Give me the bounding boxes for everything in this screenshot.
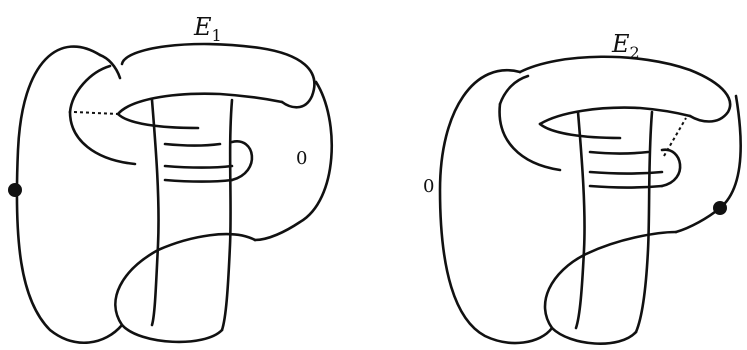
e2-marked-point: [713, 201, 727, 215]
e1-vertical-left: [152, 100, 159, 325]
e1-inner-oval-bottom: [118, 114, 198, 128]
e2-inner-oval-top: [540, 108, 690, 124]
e2-bottom-loop: [552, 328, 636, 344]
e1-bottom-band: [115, 234, 255, 325]
e2-lower-band-right: [590, 186, 662, 188]
e1-bottom-loop: [122, 325, 222, 342]
e1-top-handle-gap-left: [70, 66, 110, 112]
e1-outer-loop: [17, 47, 122, 343]
diagram-e2: E2 0: [423, 30, 741, 344]
diagram-e1-title: E1: [193, 13, 222, 45]
e1-marked-point: [8, 183, 22, 197]
e2-right-outer-arc: [676, 96, 741, 232]
e2-lower-band-mid: [590, 172, 662, 174]
e1-framing-label: 0: [296, 148, 307, 169]
e2-vertical-right: [636, 112, 652, 332]
e2-mid-stub: [590, 152, 648, 154]
diagram-e1: E1 0: [8, 13, 332, 343]
e1-inner-oval-top: [118, 94, 282, 114]
e2-top-handle-left: [500, 76, 528, 104]
e1-mid-stub: [165, 144, 220, 146]
e1-small-hook: [232, 141, 252, 180]
e1-lower-band-right: [165, 180, 232, 182]
e1-right-outer-arc: [255, 82, 332, 240]
e2-framing-label: 0: [423, 176, 434, 197]
e1-vertical-right: [222, 100, 232, 330]
e2-vertical-left: [576, 112, 585, 328]
e1-lower-band-mid: [165, 166, 232, 168]
e2-dotted-arc: [664, 118, 686, 156]
e2-lower-band-left: [500, 104, 560, 170]
e2-bottom-band: [545, 232, 676, 328]
e2-outer-loop: [440, 70, 552, 343]
e2-top-handle: [520, 57, 730, 122]
e1-dotted-arc: [74, 112, 118, 114]
